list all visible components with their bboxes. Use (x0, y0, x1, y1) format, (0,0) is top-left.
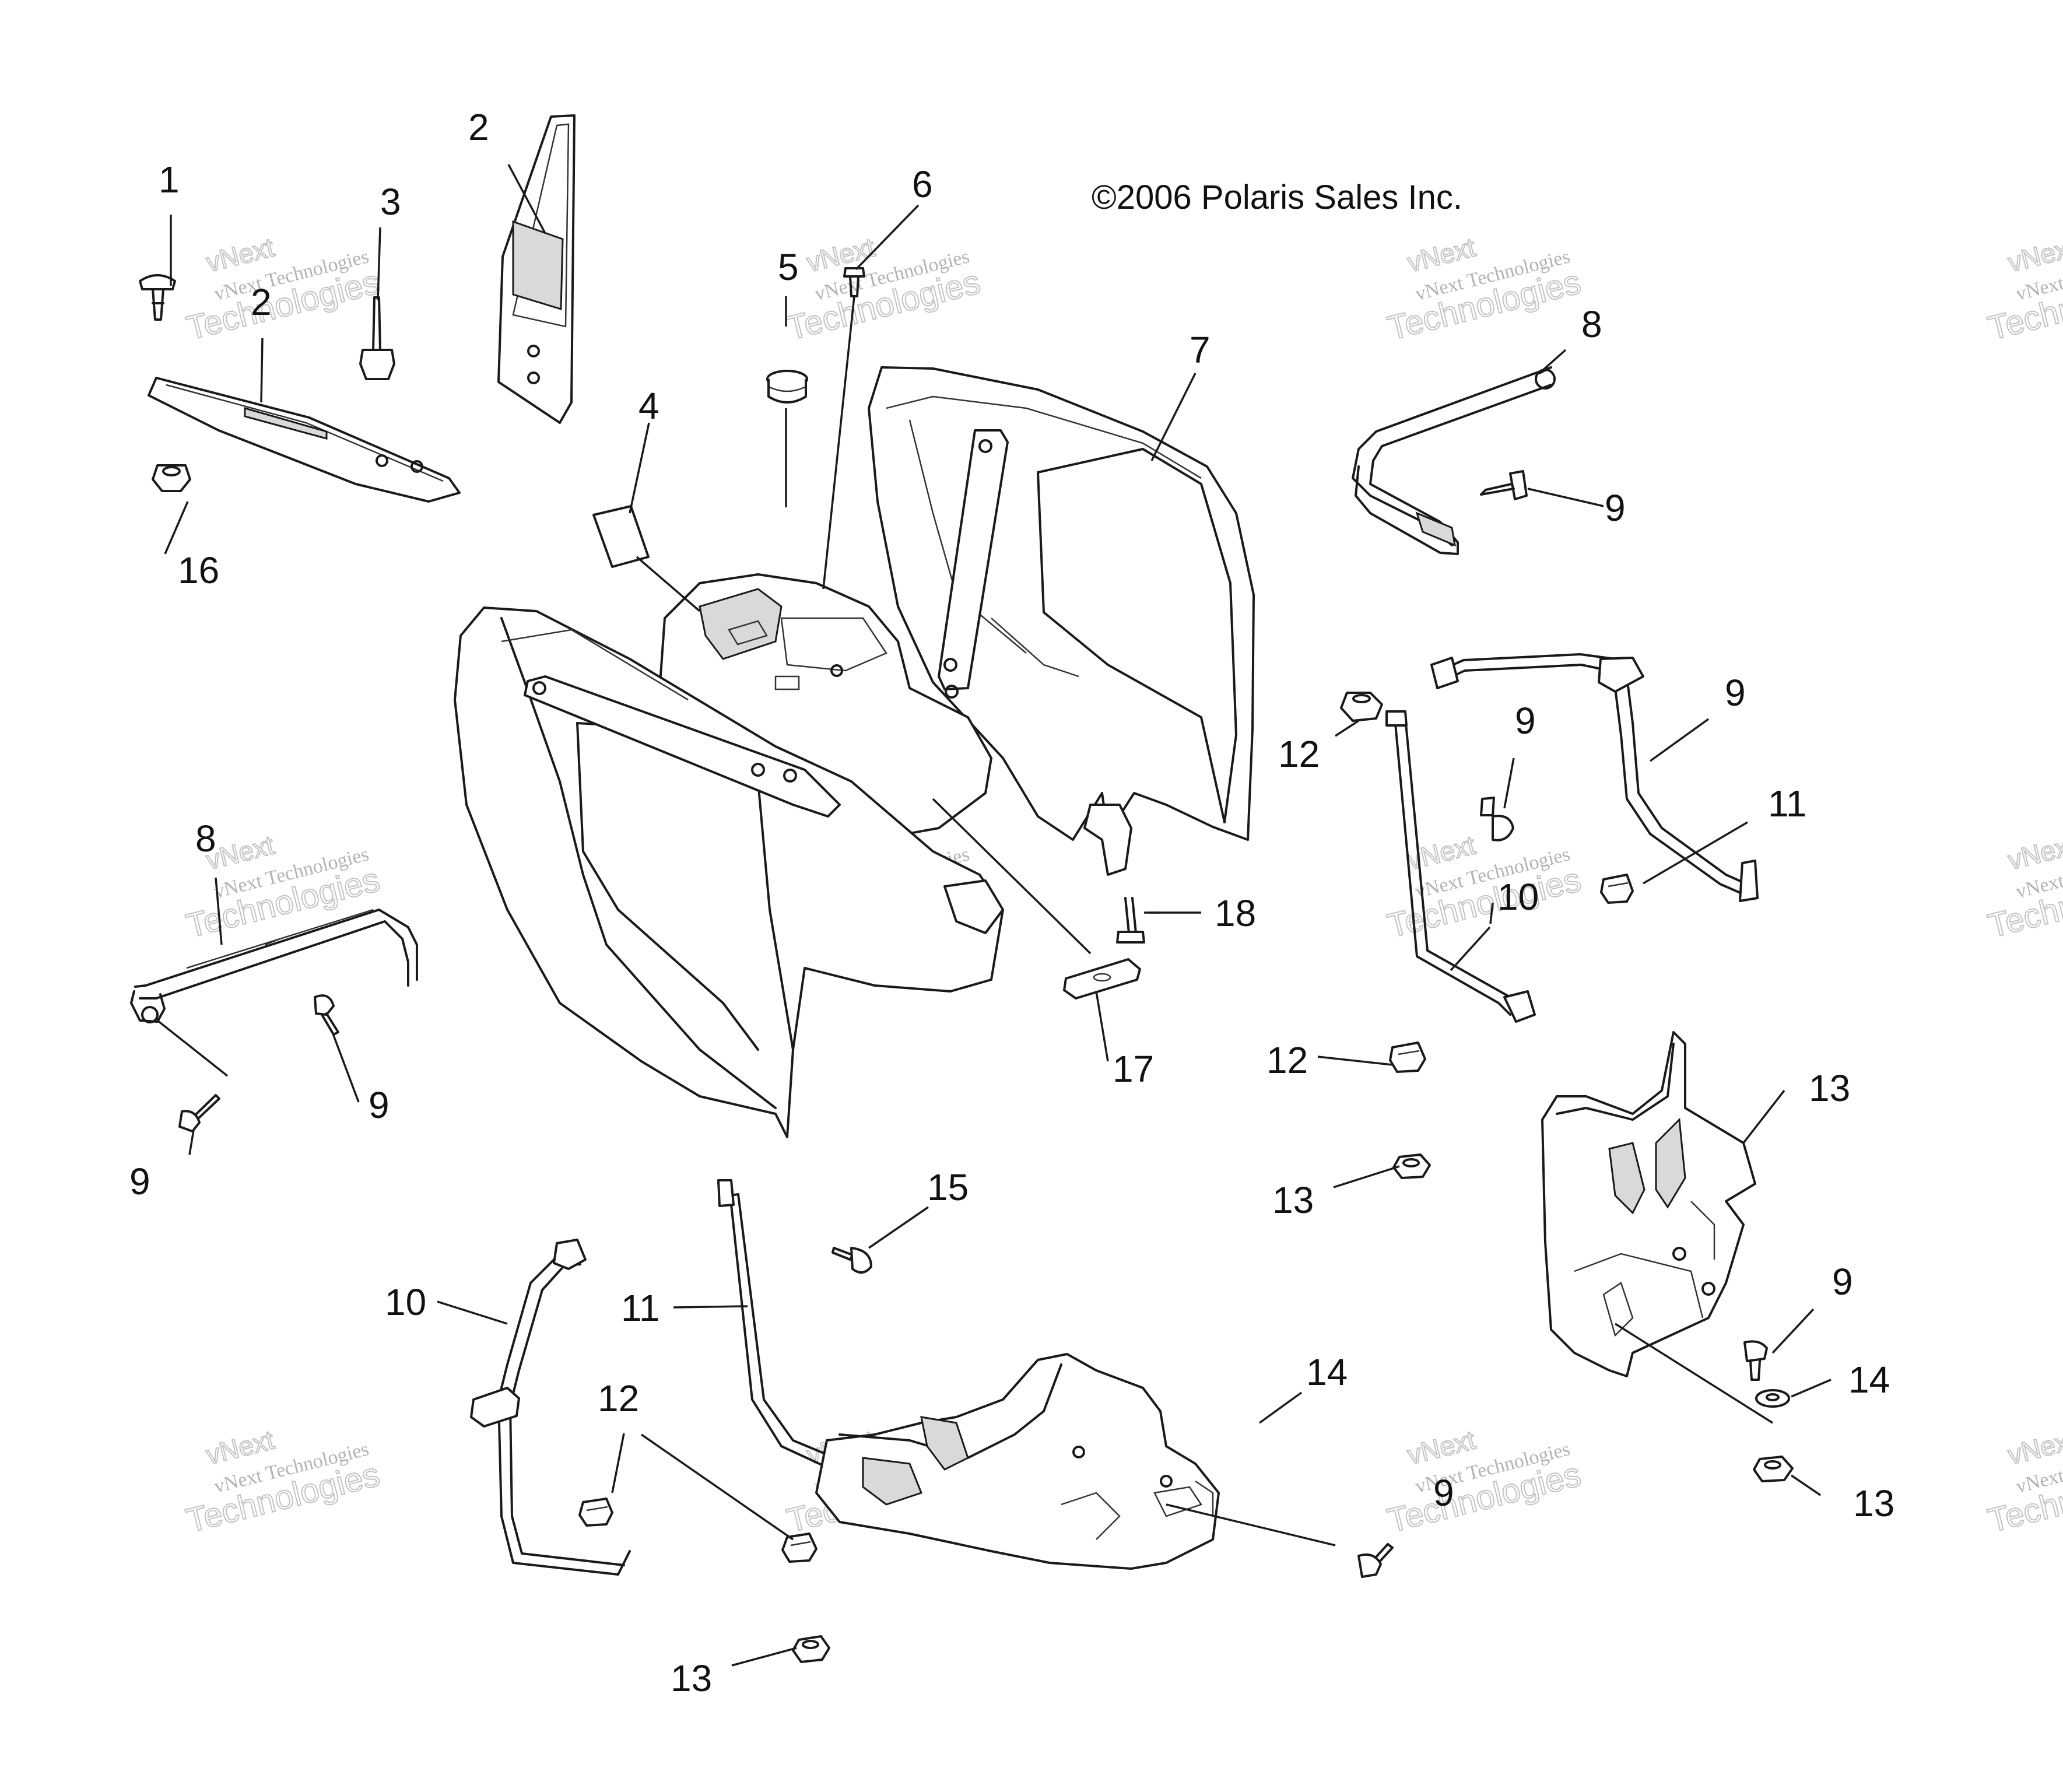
watermark: vNext vNext Technologies Technologies (1383, 829, 1585, 945)
watermark: vNext vNext Technologies Technologies (182, 1423, 384, 1540)
part-9-screw-b (1480, 797, 1514, 841)
callout-2-lower: 2 (251, 281, 272, 323)
part-1-push-rivet (139, 274, 176, 321)
part-9-screw-c (1743, 1340, 1768, 1381)
part-5-bumper (766, 370, 808, 404)
leader-lines (156, 164, 1832, 1667)
callout-9-c: 9 (1832, 1261, 1853, 1303)
part-19-pin (1116, 897, 1145, 944)
callout-9-d: 9 (369, 1084, 390, 1126)
part-15-washer (1755, 1389, 1790, 1408)
part-13-grommet-d (792, 1635, 830, 1663)
part-12-clip-c (578, 1498, 613, 1527)
part-8-grab-bar-left (130, 909, 418, 1023)
callout-19: 18 (1215, 892, 1256, 934)
callout-7: 7 (1190, 329, 1211, 371)
callout-13-a: 12 (1278, 733, 1320, 775)
callout-15: 14 (1848, 1359, 1890, 1401)
part-10-mount-rod-lower (470, 1239, 631, 1576)
part-12-clip-d (781, 1533, 818, 1563)
callout-3: 3 (380, 181, 401, 223)
callout-2-upper: 2 (468, 106, 489, 148)
part-14-footwell-right (1541, 1031, 1756, 1377)
callout-1: 1 (159, 159, 180, 201)
callout-4: 4 (638, 385, 659, 427)
callout-8-left: 8 (195, 818, 216, 860)
callout-9-e: 9 (129, 1160, 150, 1202)
callout-14-lower: 14 (1306, 1351, 1348, 1393)
callout-6: 6 (912, 163, 933, 205)
callout-9-f: 9 (1433, 1472, 1454, 1514)
part-9-screw-e (178, 1094, 220, 1132)
callout-14-right: 13 (1809, 1067, 1850, 1109)
callout-9-a: 9 (1605, 487, 1626, 529)
part-9-screw-f (1357, 1543, 1394, 1578)
part-12-clip-a (1600, 874, 1634, 904)
part-7-fender-assembly (454, 366, 1255, 1138)
part-13-grommet-a (1340, 692, 1383, 722)
callout-12-a: 11 (1768, 783, 1806, 825)
part-9-screw-a (1480, 470, 1528, 500)
part-10-mount-rod-upper (1430, 653, 1759, 902)
callouts: 1 2 2 3 4 5 6 7 8 8 9 9 9 9 9 9 9 10 10 … (129, 106, 1894, 1699)
part-8-grab-bar-upper (1352, 366, 1556, 555)
callout-18: 17 (1113, 1048, 1154, 1090)
part-11-rod-upper (1385, 710, 1536, 1023)
part-16-screw (831, 1247, 872, 1274)
callout-8-upper: 8 (1581, 303, 1602, 345)
watermark: vNext vNext Technologies Technologies (1984, 231, 2063, 348)
watermark: vNext vNext Technologies Technologies (1984, 1423, 2063, 1540)
part-17-grommet (152, 464, 191, 492)
part-9-screw-d (314, 994, 339, 1036)
callout-13-b: 13 (1272, 1179, 1314, 1221)
callout-16: 15 (927, 1166, 969, 1208)
callout-12-c: 12 (598, 1377, 639, 1419)
callout-13-c: 13 (1853, 1482, 1894, 1524)
part-2-trim-strip-upper (497, 114, 576, 424)
part-14-footwell-lower (815, 1353, 1220, 1570)
callout-12-b: 12 (1266, 1039, 1308, 1081)
svg-text:vNext: vNext (2005, 232, 2063, 278)
callout-11-upper: 10 (1497, 876, 1539, 918)
svg-text:vNext: vNext (2005, 829, 2063, 875)
watermark: vNext vNext Technologies Technologies (182, 231, 384, 348)
part-3-screw (359, 296, 395, 380)
copyright-notice: ©2006 Polaris Sales Inc. (1092, 178, 1462, 216)
watermark: vNext vNext Technologies Technologies (1984, 829, 2063, 945)
watermark: vNext vNext Technologies Technologies (783, 231, 984, 348)
callout-5: 5 (778, 246, 799, 288)
watermark-grid: vNext vNext Technologies Technologies vN… (182, 231, 2063, 1540)
callout-11-lower: 11 (621, 1287, 659, 1329)
callout-10-lower: 10 (385, 1281, 426, 1323)
part-4-decal (592, 505, 650, 568)
part-13-grommet-c (1753, 1456, 1794, 1482)
part-18-plate (1063, 958, 1141, 1000)
part-12-clip-b (1389, 1041, 1426, 1073)
watermark: vNext vNext Technologies Technologies (1383, 231, 1585, 348)
part-2-trim-strip-lower (148, 377, 461, 503)
svg-text:vNext: vNext (2005, 1424, 2063, 1470)
watermark: vNext vNext Technologies Technologies (1383, 1423, 1585, 1540)
callout-9-b: 9 (1515, 700, 1536, 742)
callout-10-upper: 9 (1725, 672, 1746, 714)
callout-17: 16 (178, 549, 219, 591)
callout-13-d: 13 (671, 1657, 712, 1699)
